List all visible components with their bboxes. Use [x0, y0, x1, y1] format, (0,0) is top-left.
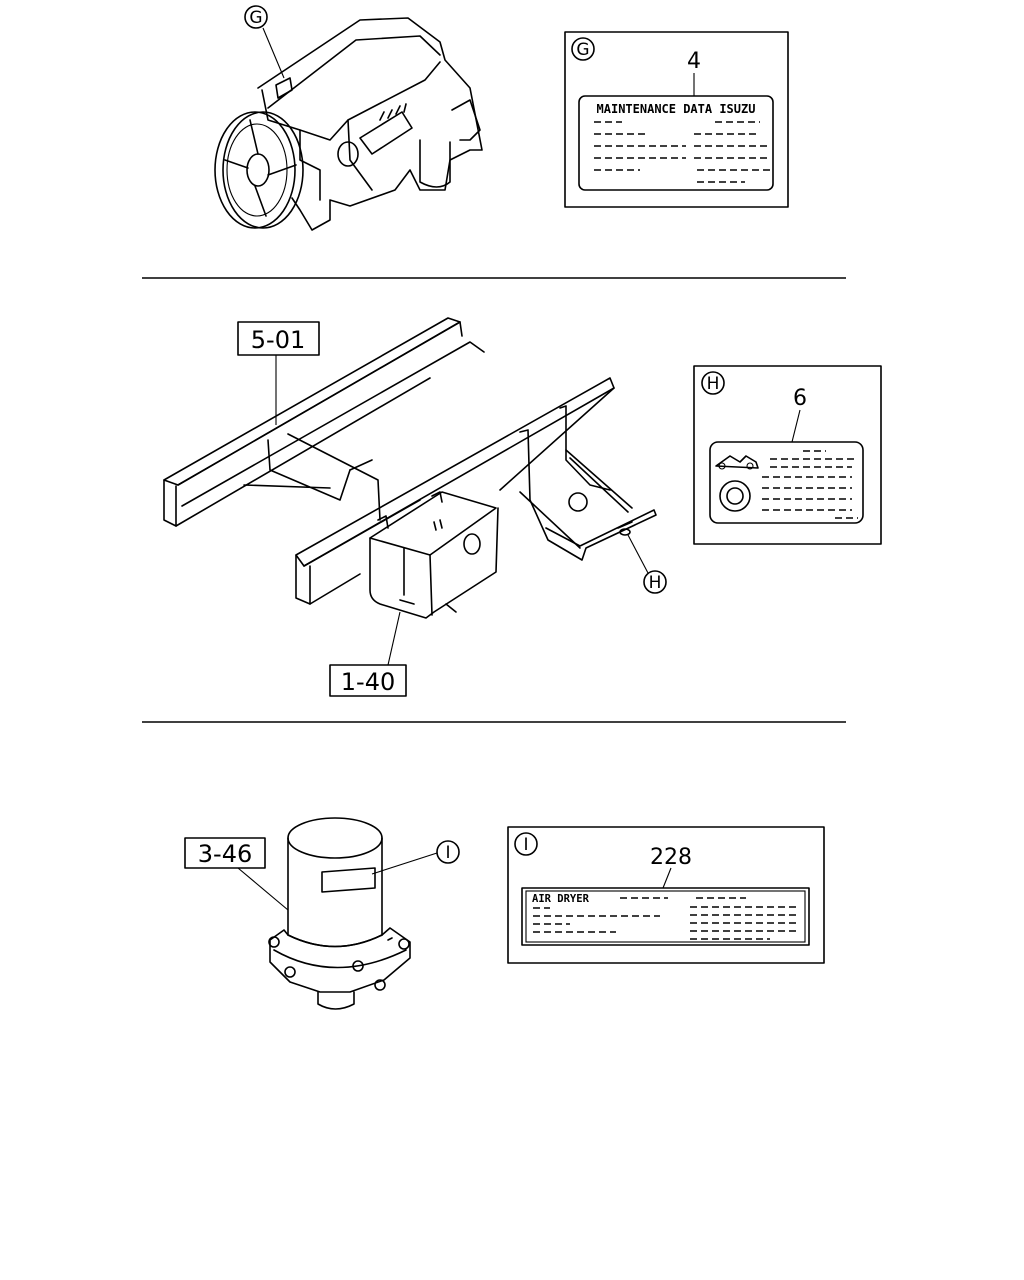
maintenance-data-decal	[578, 95, 774, 191]
callout-h: H	[649, 573, 662, 593]
ref-engine-panel: 5-01	[251, 326, 305, 354]
label-i-callout: I	[523, 835, 528, 855]
label-g-title: MAINTENANCE DATA ISUZU	[597, 102, 756, 116]
callout-g-circle	[244, 5, 268, 29]
label-h-part-no: 6	[793, 386, 807, 411]
callout-i: I	[445, 843, 450, 863]
label-i-title: AIR DRYER	[532, 893, 590, 905]
ref-fuel-tank: 1-40	[341, 668, 395, 696]
callout-g: G	[249, 8, 262, 28]
ref-box-5-01	[237, 321, 320, 356]
truck-icon	[715, 455, 759, 469]
label-i-detail: I 228 AIR DRYER	[507, 826, 825, 964]
wheel-icon	[719, 480, 751, 512]
engine-illustration	[214, 17, 483, 231]
tire-pressure-decal	[709, 441, 864, 524]
callout-i-circle	[436, 840, 460, 864]
label-h-callout: H	[707, 374, 720, 394]
frame-illustration	[163, 317, 657, 619]
ref-box-1-40	[329, 664, 407, 697]
air-dryer-illustration	[268, 817, 411, 1010]
label-g-callout: G	[576, 40, 589, 60]
air-dryer-decal	[521, 887, 810, 946]
ref-box-3-46	[184, 837, 266, 869]
label-g-detail: G 4 MAINTENANCE DATA ISUZU	[564, 31, 789, 208]
label-g-part-no: 4	[687, 49, 701, 74]
label-i-part-no: 228	[650, 845, 692, 870]
label-h-detail: H 6	[693, 365, 882, 545]
ref-air-dryer: 3-46	[198, 840, 252, 868]
callout-h-circle	[643, 570, 667, 594]
